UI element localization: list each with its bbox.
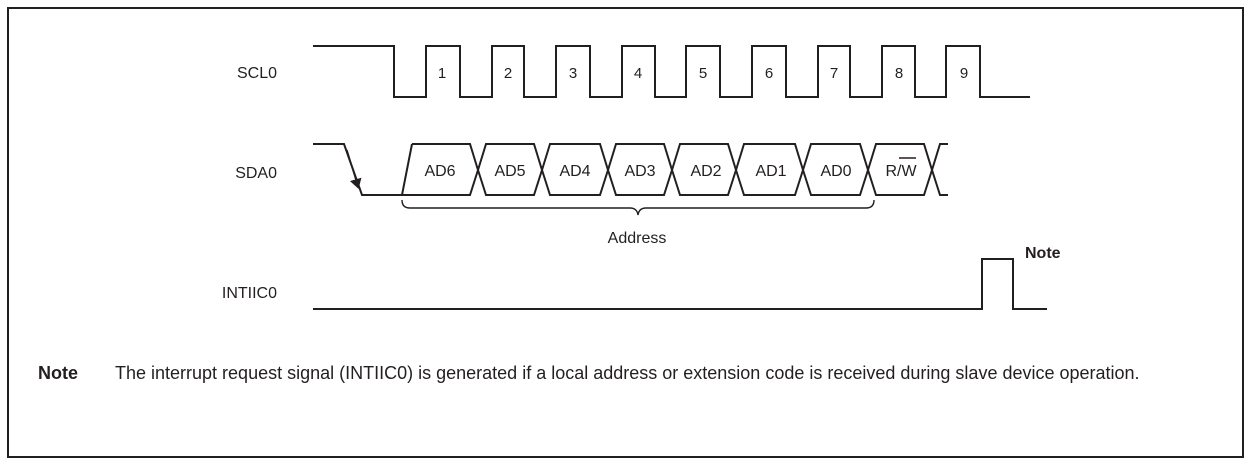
- intiic-signal-label: INTIIC0: [222, 285, 277, 302]
- address-brace: [401, 199, 875, 216]
- sda-bit-label: AD3: [624, 163, 655, 180]
- sda-signal-label: SDA0: [235, 165, 277, 182]
- clock-pulse-number: 8: [895, 65, 903, 82]
- clock-pulse-number: 1: [438, 65, 446, 82]
- sda-bit-label: AD6: [424, 163, 455, 180]
- rw-bit-overlined: W: [901, 163, 917, 180]
- start-condition-arrow-icon: [346, 149, 362, 189]
- intiic-note-tag: Note: [1025, 245, 1061, 262]
- clock-pulse-number: 9: [960, 65, 968, 82]
- scl-signal-label: SCL0: [237, 65, 277, 82]
- clock-pulse-number: 5: [699, 65, 707, 82]
- clock-pulse-number: 4: [634, 65, 642, 82]
- clock-pulse-number: 6: [765, 65, 773, 82]
- footnote: Note The interrupt request signal (INTII…: [38, 358, 1216, 388]
- rw-bit-prefix: R/: [885, 163, 902, 180]
- sda-bit-label: AD0: [820, 163, 851, 180]
- diagram-frame: [7, 7, 1244, 458]
- sda-bit-label: AD1: [755, 163, 786, 180]
- scl-waveform: [313, 45, 1030, 98]
- sda-bit-label: AD5: [494, 163, 525, 180]
- rw-bit-label: R/W: [885, 163, 917, 180]
- sda-start-condition: [313, 143, 413, 196]
- sda-bit-label: AD2: [690, 163, 721, 180]
- clock-pulse-number: 7: [830, 65, 838, 82]
- sda-bit-label: AD4: [559, 163, 590, 180]
- footnote-heading: Note: [38, 363, 78, 383]
- intiic-waveform: [313, 258, 1047, 310]
- sda-bus-waveform: [402, 143, 948, 196]
- footnote-text: The interrupt request signal (INTIIC0) i…: [115, 363, 1140, 383]
- clock-pulse-number: 3: [569, 65, 577, 82]
- address-label: Address: [608, 230, 667, 247]
- clock-pulse-number: 2: [504, 65, 512, 82]
